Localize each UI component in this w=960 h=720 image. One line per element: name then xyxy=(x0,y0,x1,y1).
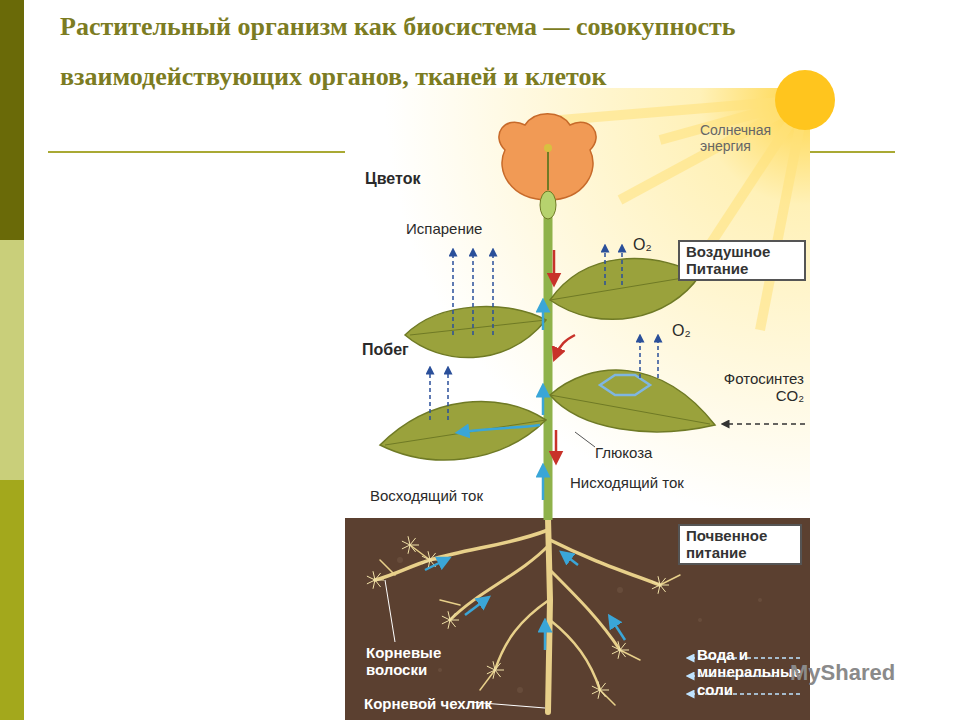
root-hair xyxy=(620,643,626,650)
root-hair xyxy=(660,578,666,585)
box-text: Почвенное питание xyxy=(686,528,794,561)
part-label: Вода и минеральные соли xyxy=(697,646,797,698)
root-hair xyxy=(430,553,436,560)
part-label: Испарение xyxy=(406,220,482,237)
root-hair xyxy=(495,670,504,671)
slide-title: Растительный организм как биосистема — с… xyxy=(60,2,820,102)
root-hair xyxy=(422,560,430,564)
root-hair xyxy=(658,576,660,585)
root-hair xyxy=(660,585,666,592)
nutrition-box: Воздушное Питание xyxy=(678,240,806,281)
part-label: Глюкоза xyxy=(595,444,652,461)
root-hair xyxy=(495,670,501,677)
root-hair xyxy=(375,573,381,580)
root-hair xyxy=(600,683,606,690)
box-text: Воздушное Питание xyxy=(686,244,798,277)
root-hair xyxy=(410,545,416,552)
root-hair xyxy=(495,663,501,670)
part-label: Восходящий ток xyxy=(370,487,483,504)
root-hair xyxy=(450,620,456,627)
root-hair xyxy=(373,571,375,580)
part-label: O₂ xyxy=(672,322,691,340)
root-hair xyxy=(620,650,626,657)
root-hair xyxy=(493,661,495,670)
root-hair xyxy=(375,580,384,581)
part-label: Фотосинтез CO₂ xyxy=(692,370,804,405)
nutrition-box: Почвенное питание xyxy=(678,524,802,565)
root-hair xyxy=(487,670,495,674)
root-hair xyxy=(410,538,416,545)
part-label: Корневые волоски xyxy=(366,644,466,679)
part-label: Побег xyxy=(362,341,409,359)
root-hair xyxy=(450,620,459,621)
root-hair xyxy=(428,551,430,560)
part-label: MyShared xyxy=(790,660,895,685)
part-label: O₂ xyxy=(633,236,652,254)
part-label: Солнечная энергия xyxy=(700,122,805,154)
part-label: Цветок xyxy=(365,170,420,188)
root-hair xyxy=(450,613,456,620)
root-hair xyxy=(442,620,450,624)
root-hair xyxy=(430,560,439,561)
root-hair xyxy=(448,611,450,620)
root-hair xyxy=(592,690,600,694)
root-hair xyxy=(410,545,419,546)
root-hair xyxy=(375,580,381,587)
root-hair xyxy=(600,690,609,691)
root-hair xyxy=(612,650,620,654)
part-label: Корневой чехлик xyxy=(364,695,492,712)
root-hair xyxy=(598,681,600,690)
root-hair xyxy=(367,580,375,584)
root-hair xyxy=(660,585,669,586)
root-hair xyxy=(620,650,629,651)
root-hair xyxy=(652,585,660,589)
root-hair xyxy=(600,690,606,697)
root-hair xyxy=(402,545,410,549)
root-hair xyxy=(408,536,410,545)
root-hair xyxy=(618,641,620,650)
part-label: Нисходящий ток xyxy=(570,474,684,491)
